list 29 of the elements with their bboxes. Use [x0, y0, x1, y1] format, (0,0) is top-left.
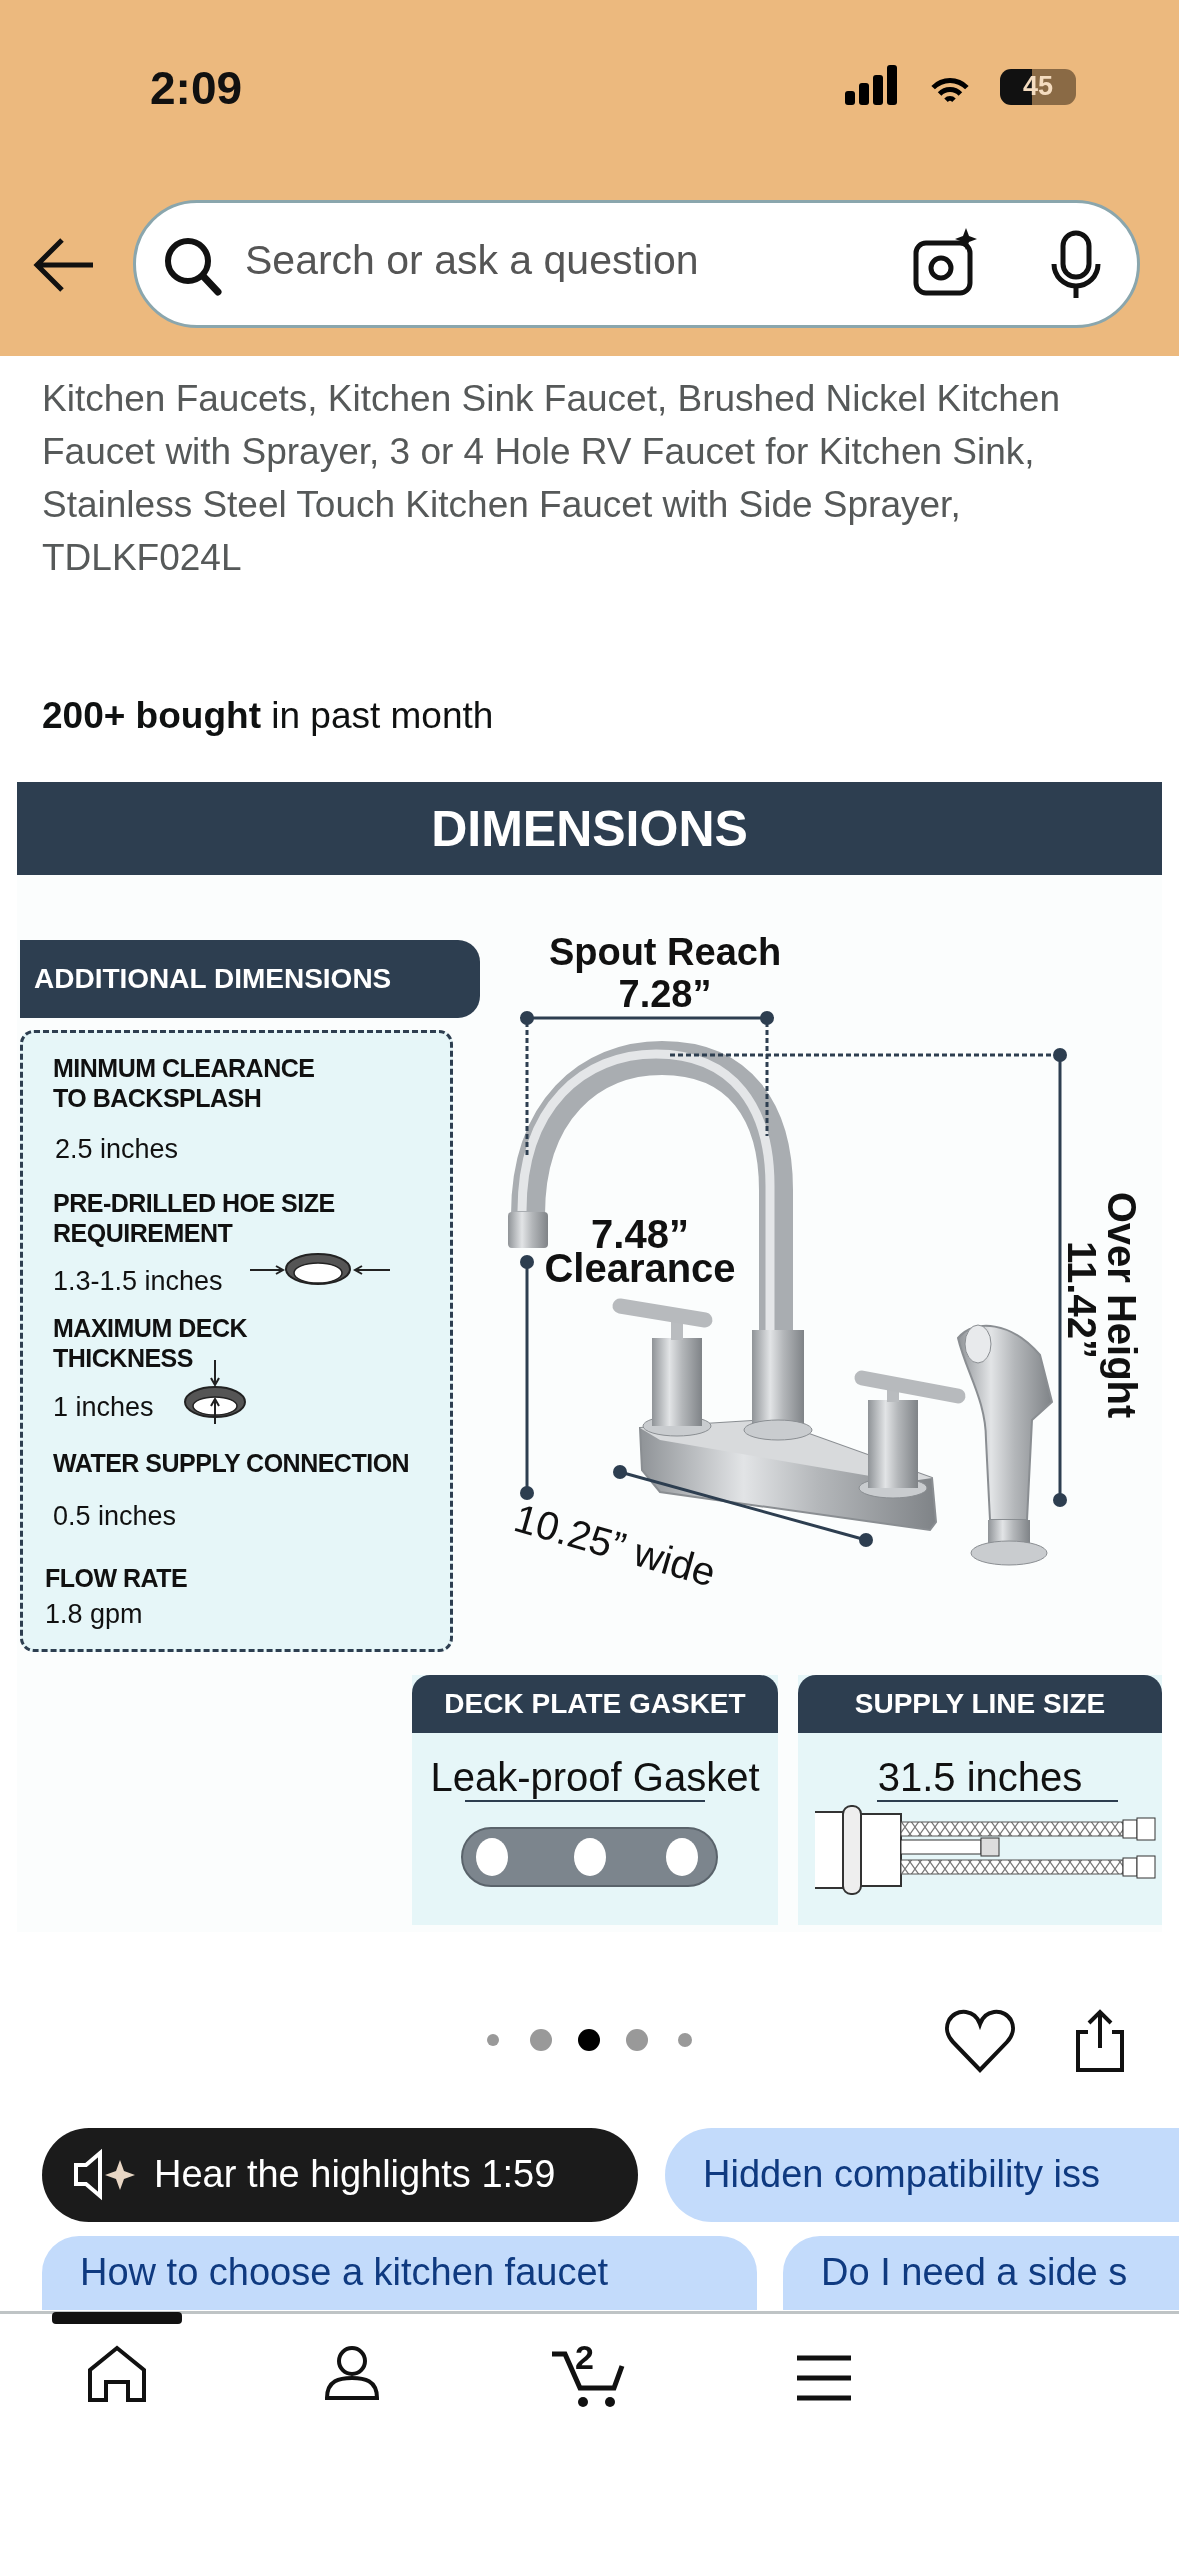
panel-header: DECK PLATE GASKET	[412, 1675, 778, 1733]
panel-caption: 31.5 inches	[876, 1754, 1084, 1801]
dimension-value: 7.48”	[591, 1211, 689, 1256]
spec-value: 1 inches	[53, 1391, 155, 1424]
spec-heading: MINMUM CLEARANCE TO BACKSPLASH	[53, 1053, 316, 1113]
dimension-value: 7.28”	[618, 973, 712, 1017]
suggestion-chip: Do I need a side s	[783, 2236, 1179, 2310]
product-title: Kitchen Faucets, Kitchen Sink Faucet, Brushed Nickel Kitchen Faucet with Sprayer, 3 or 4 Hole RV Faucet for Kitchen Sink, Stainless Steel Touch Kitchen Faucet with Side Sprayer, TDLKF024L	[42, 377, 1061, 580]
panel-header: SUPPLY LINE SIZE	[798, 1675, 1162, 1733]
spec-value: 0.5 inches	[53, 1500, 178, 1533]
dimension-label: Spout Reach	[548, 931, 782, 975]
spec-value: 1.8 gpm	[45, 1598, 144, 1631]
listen-button: Hear the highlights 1:59	[42, 2128, 638, 2222]
panel-caption: Leak-proof Gasket	[429, 1754, 761, 1801]
title-banner: DIMENSIONS	[17, 782, 1162, 875]
purchase-count: 200+ bought in past month	[42, 695, 494, 738]
panel-header: ADDITIONAL DIMENSIONS	[20, 940, 480, 1018]
suggestion-chip: Hidden compatibility iss	[665, 2128, 1179, 2222]
spec-heading: MAXIMUM DECK THICKNESS	[53, 1313, 248, 1373]
suggestion-chip: How to choose a kitchen faucet	[42, 2236, 757, 2310]
spec-value: 1.3-1.5 inches	[53, 1265, 224, 1298]
status-time: 2:09	[150, 62, 243, 115]
dimension-label: 10.25” wide	[509, 1494, 721, 1596]
spec-heading: WATER SUPPLY CONNECTION	[53, 1448, 411, 1478]
cart-count: 2	[575, 2338, 594, 2378]
spec-heading: FLOW RATE	[45, 1563, 189, 1593]
search-input-field: Search or ask a question	[245, 240, 699, 281]
spec-value: 2.5 inches	[55, 1133, 180, 1166]
spec-heading: PRE-DRILLED HOE SIZE REQUIREMENT	[53, 1188, 336, 1248]
